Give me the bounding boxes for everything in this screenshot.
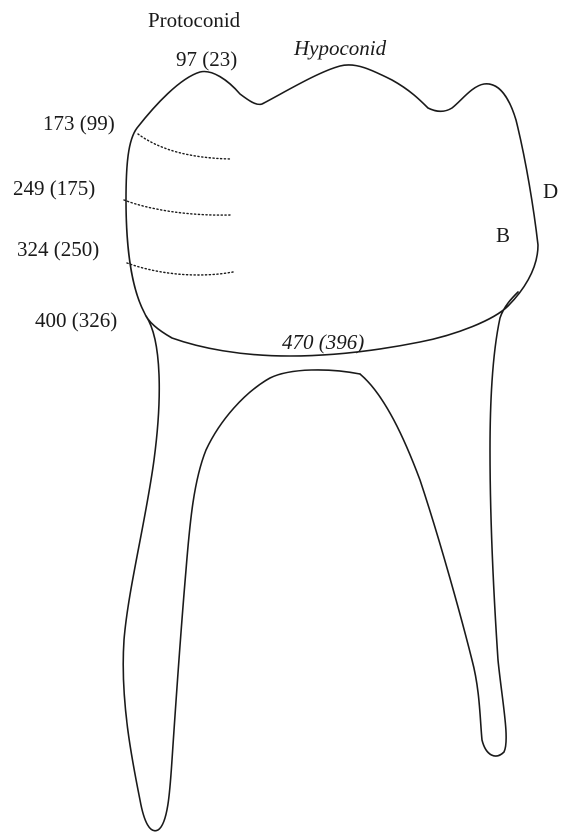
section-line-324 bbox=[127, 263, 233, 275]
crown-outline bbox=[126, 65, 538, 356]
section-line-249 bbox=[124, 200, 230, 215]
level-2-measurement: 249 (175) bbox=[13, 176, 95, 200]
protoconid-label: Protoconid bbox=[148, 8, 241, 32]
protoconid-tip-measurement: 97 (23) bbox=[176, 47, 237, 71]
cervical-measurement: 400 (326) bbox=[35, 308, 117, 332]
distal-root-outline bbox=[360, 292, 518, 756]
mesial-root-outline bbox=[123, 316, 360, 831]
cervical-midline-measurement: 470 (396) bbox=[282, 330, 364, 354]
level-3-measurement: 324 (250) bbox=[17, 237, 99, 261]
distal-orientation-label: D bbox=[543, 179, 558, 203]
level-1-measurement: 173 (99) bbox=[43, 111, 115, 135]
buccal-orientation-label: B bbox=[496, 223, 510, 247]
section-line-173 bbox=[138, 134, 230, 159]
hypoconid-label: Hypoconid bbox=[293, 36, 387, 60]
